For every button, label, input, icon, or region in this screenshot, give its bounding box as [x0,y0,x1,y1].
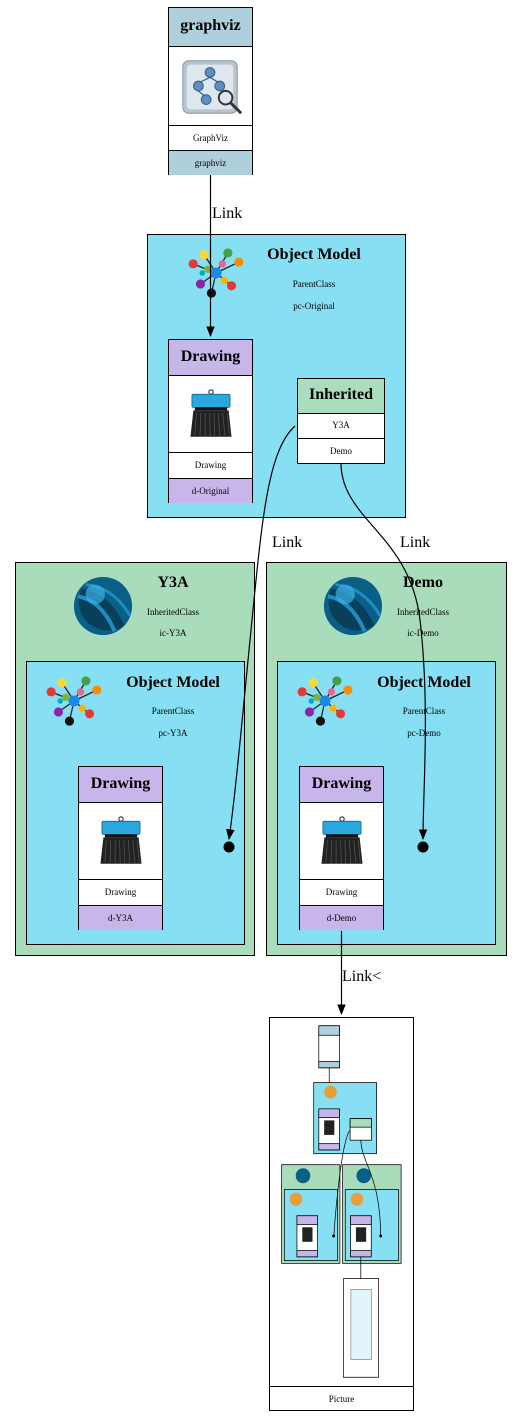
cluster-tag: pc-Original [293,301,335,311]
node-tag: d-Y3A [79,905,162,930]
node-tag: d-Original [169,478,252,503]
node-label: Picture [270,1386,413,1412]
edge-label: Link< [342,968,382,985]
cluster-title: Demo [403,574,443,591]
drawing-node[interactable]: Drawing Drawing d-Demo [299,766,384,930]
inherited-item: Demo [298,438,384,464]
node-title: Drawing [79,767,162,803]
cluster-tag: ic-Demo [407,628,439,638]
node-title: Drawing [300,767,383,803]
picture-node[interactable]: Picture [269,1017,414,1411]
node-label: GraphViz [169,125,252,151]
edge-label: Link [212,205,243,222]
node-label: Drawing [169,452,252,479]
inherited-item: Y3A [332,420,350,430]
cluster-class-label: InheritedClass [397,607,449,617]
node-title: graphviz [169,8,252,47]
cluster-title: Object Model [377,674,471,691]
node-label: Drawing [79,879,162,906]
drawing-node[interactable]: Drawing Drawing d-Original [168,339,253,503]
node-title: Drawing [169,340,252,376]
node-tag: d-Demo [300,905,383,930]
cluster-class-label: ParentClass [292,279,336,289]
picture-thumbnail [281,1025,402,1378]
cluster-class-label: ParentClass [151,706,195,716]
node-title: Inherited [298,379,384,414]
graphviz-node[interactable]: graphviz GraphViz graphviz [168,7,253,175]
drawing-node[interactable]: Drawing Drawing d-Y3A [78,766,163,930]
edge-label: Link [400,534,431,551]
cluster-tag: pc-Demo [407,728,441,738]
edge-endpoint-dot [223,841,235,853]
edge-endpoint-dot [417,841,429,853]
cluster-class-label: ParentClass [402,706,446,716]
cluster-tag: ic-Y3A [159,628,187,638]
cluster-tag: pc-Y3A [158,728,188,738]
cluster-title: Y3A [157,574,189,591]
inherited-node[interactable]: Inherited Y3A Demo [297,378,385,464]
cluster-title: Object Model [267,246,361,263]
edge-inherited-to-y3a [226,425,296,841]
node-label: Drawing [300,879,383,906]
cluster-class-label: InheritedClass [147,607,199,617]
cluster-title: Object Model [126,674,220,691]
edge-inherited-to-demo [340,463,428,841]
node-tag: graphviz [169,150,252,175]
edge-label: Link [272,534,303,551]
